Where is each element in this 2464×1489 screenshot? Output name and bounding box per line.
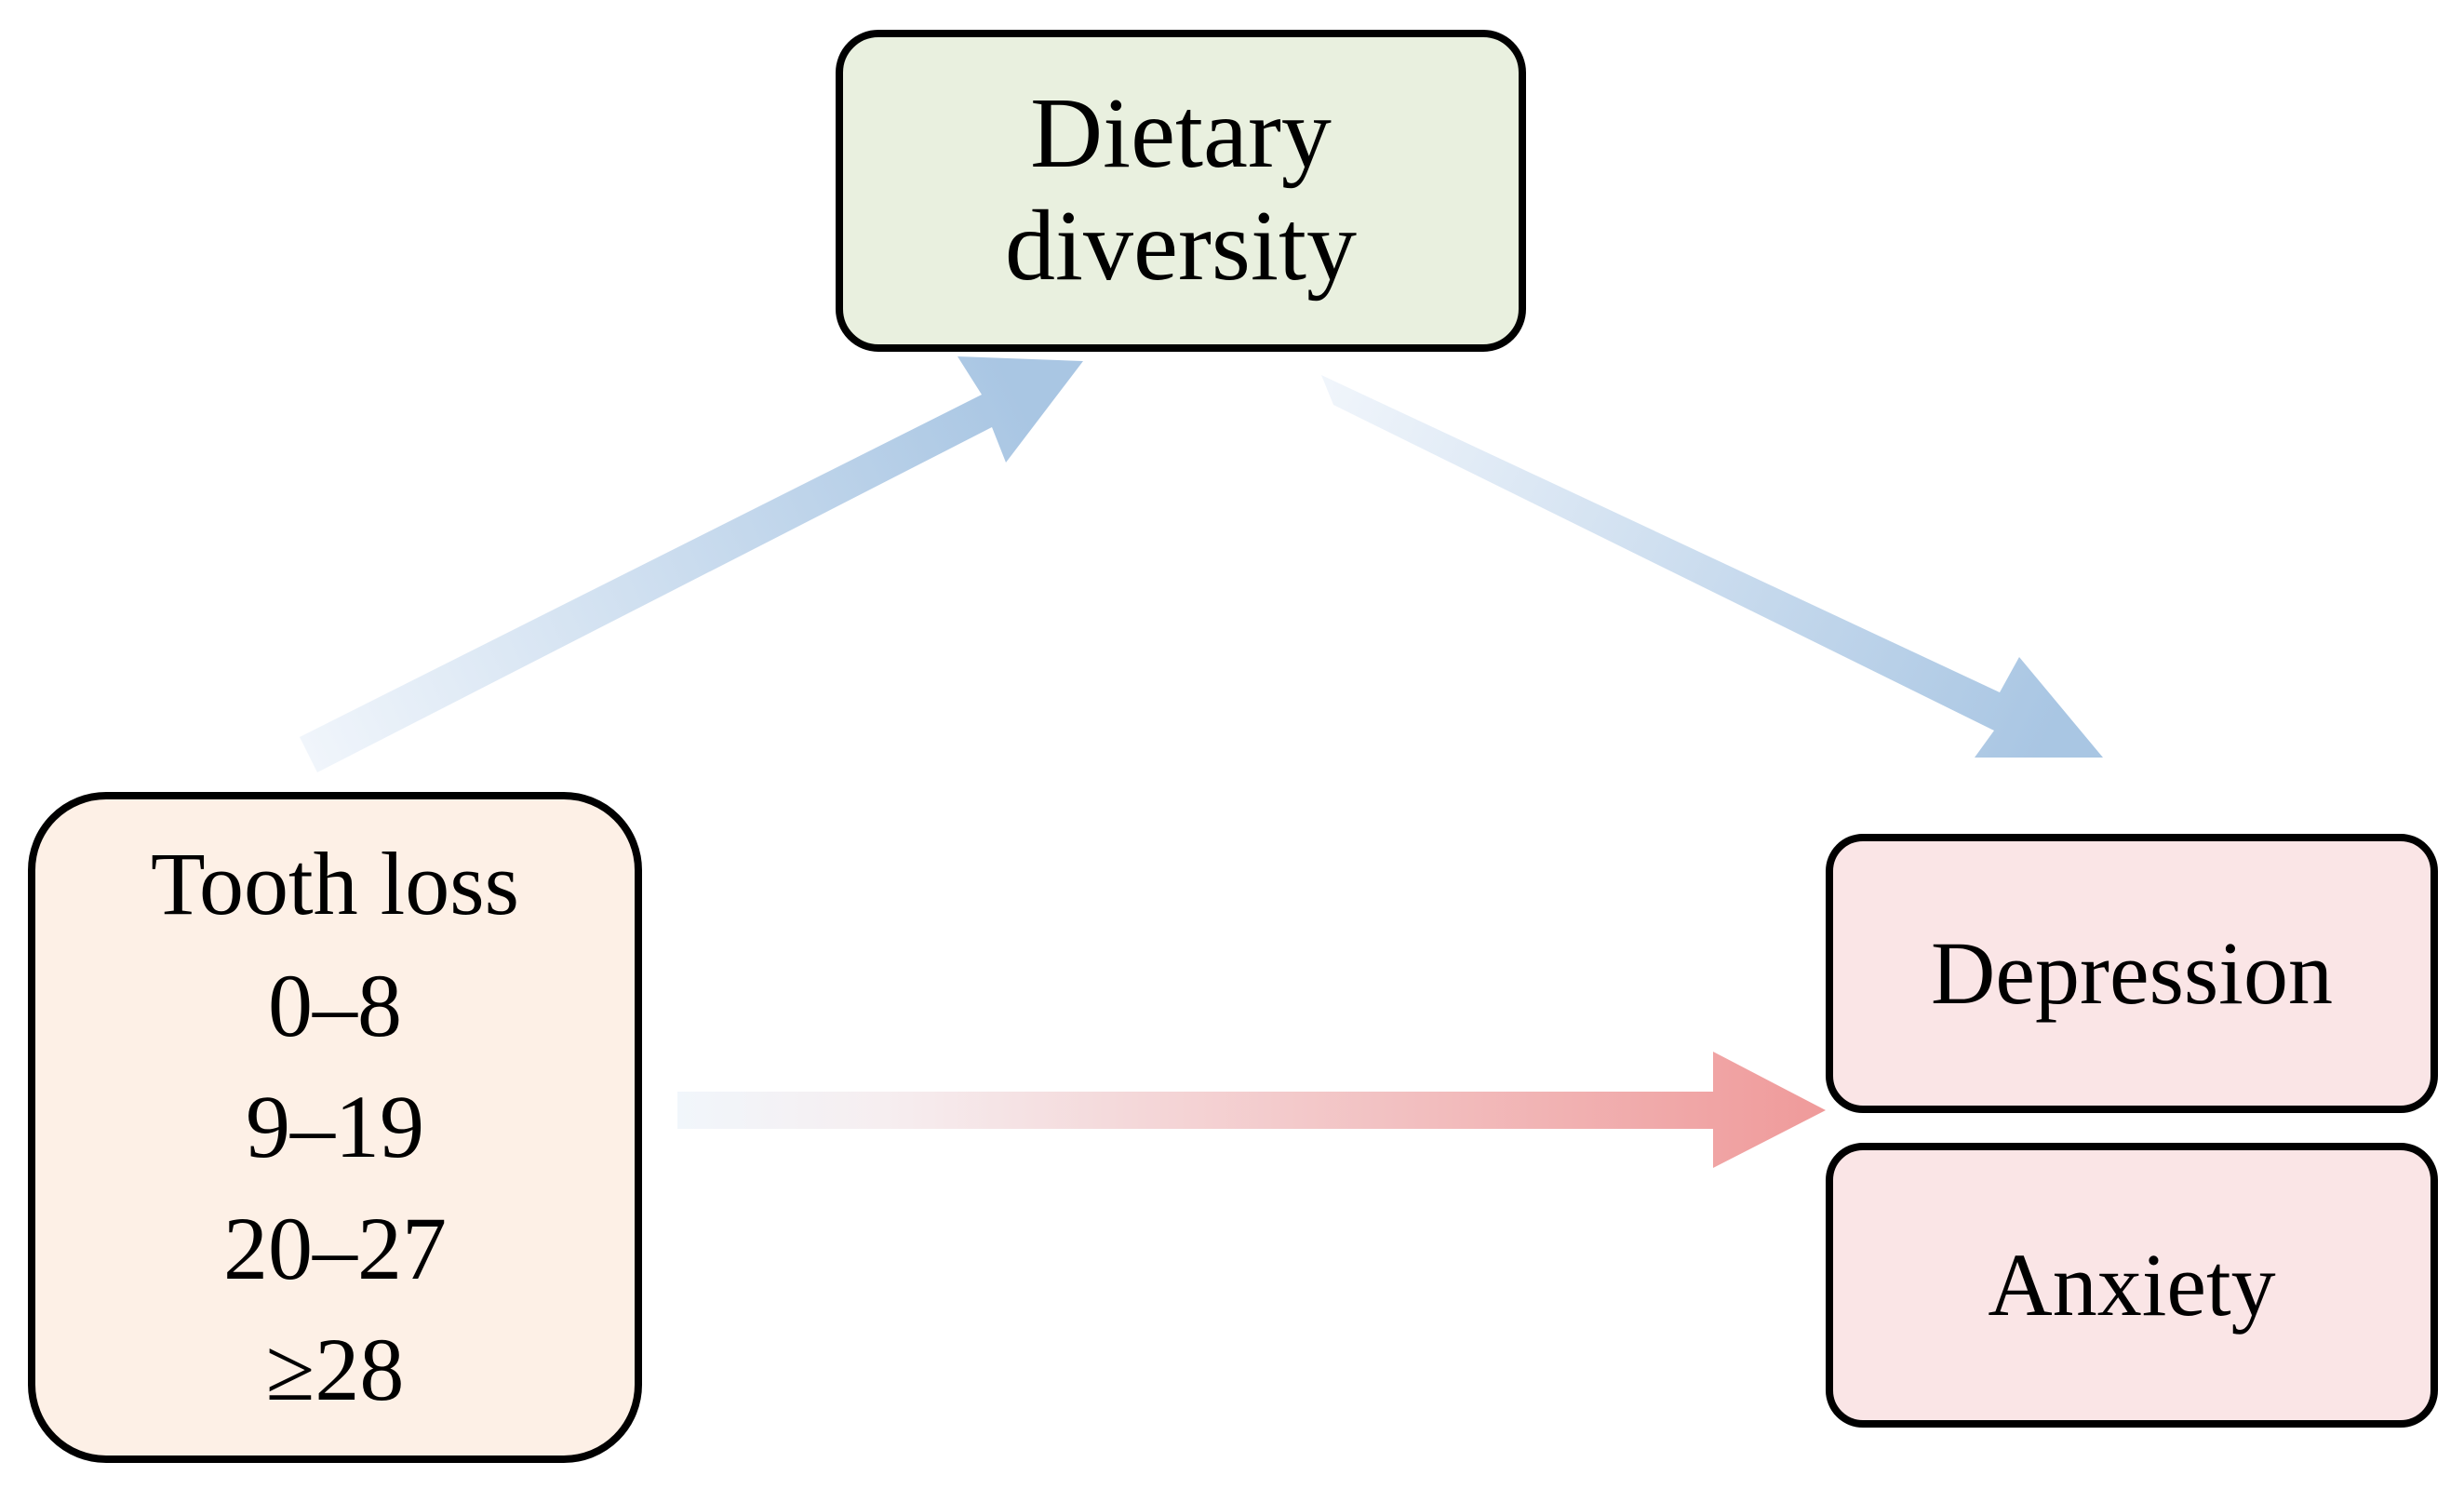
exposure-category: 20–27 [223,1198,447,1298]
mediator-box-dietary-diversity: Dietary diversity [836,30,1526,352]
arrow-exposure-to-mediator [300,356,1083,772]
outcome-label-anxiety: Anxiety [1988,1235,2276,1335]
outcome-box-depression: Depression [1826,834,2438,1113]
mediator-label-line-2: diversity [1005,191,1357,302]
arrow-exposure-to-outcomes [677,1052,1826,1168]
mediator-label-line-1: Dietary [1030,78,1332,190]
exposure-category: 0–8 [268,955,402,1055]
exposure-box-tooth-loss: Tooth loss 0–8 9–19 20–27 ≥28 [28,792,642,1463]
outcome-label-depression: Depression [1931,923,2333,1024]
outcome-box-anxiety: Anxiety [1826,1143,2438,1428]
arrow-mediator-to-outcomes [1321,375,2103,758]
exposure-category: ≥28 [265,1320,405,1420]
exposure-title: Tooth loss [151,834,519,934]
exposure-category: 9–19 [246,1077,424,1177]
